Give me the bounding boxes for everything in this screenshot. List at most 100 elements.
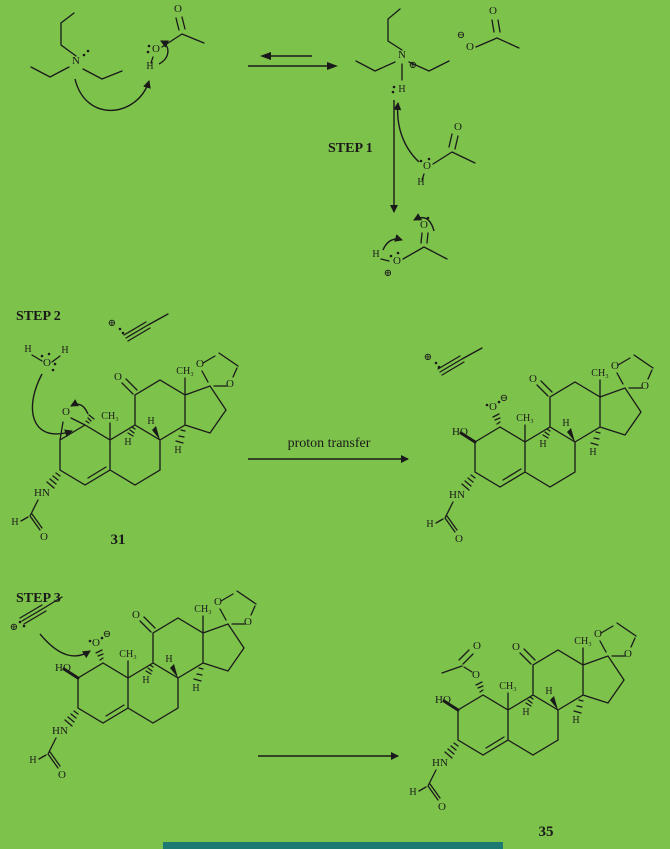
lone-pair-dots [146,44,151,54]
ester-o-label: O [472,669,480,681]
alkoxide-hash-bond [95,649,104,661]
acetic-acid-step1: O O H [393,102,476,188]
minus-charge: ⊖ [103,629,111,640]
steroid-core-use [408,622,637,814]
lone-pair-dots [434,361,441,369]
triethylammonium: N ⊕ H [355,8,450,95]
hydroxyl-o-label: O [423,160,431,172]
minus-charge: ⊖ [457,30,465,41]
carbonyl-o-label: O [489,5,497,17]
acetate-anion: O O ⊖ [457,5,520,53]
h-label: H [372,249,379,260]
n-label: N [72,55,80,67]
alkoxide-hash-bond [492,413,501,425]
h-label: H [24,344,31,355]
ho-wedge-bond [442,699,460,712]
o-label: O [43,357,51,369]
epoxide-o-label: O [62,406,70,418]
step2-label: STEP 2 [16,309,61,324]
step3-label: STEP 3 [16,591,61,606]
steroid-alkoxide-reactant: HO O ⊖ [28,590,257,782]
acetic-acid-top: O O H [146,3,205,72]
acetyl-carbonyl-o-label: O [473,640,481,652]
compound-35-label: 35 [539,824,554,840]
proton-transfer-label: proton transfer [288,436,371,451]
plus-charge: ⊕ [108,318,116,329]
lone-pair-dots [118,327,125,335]
hydroxyl-h-label: H [146,61,153,72]
alkoxide-o-label: O [489,401,497,413]
plus-charge: ⊕ [409,60,417,71]
steroid-core-use [10,352,239,544]
acylium-cation-3: ⊕ [10,596,91,659]
anion-o-label: O [466,41,474,53]
ester-hash-bond [475,681,484,693]
footer-bar [163,842,503,849]
lone-pair-dots [485,400,501,407]
ho-label: HO [435,694,451,706]
bonds [380,232,448,262]
minus-charge: ⊖ [500,393,508,404]
n-label: N [398,49,406,61]
hydroxyl-o-label: O [152,43,160,55]
steroid-35: HO O O 35 [408,622,637,840]
hydroxyl-h-label: H [417,177,424,188]
eq-arrowhead-right [327,62,338,70]
curved-arrow-water-attack [31,373,73,438]
eq-arrowhead-left [260,52,271,60]
curved-arrow-o-to-h [393,102,420,163]
lone-pair-dots [88,636,104,643]
triple-bond [19,596,63,625]
lone-pair-dots [82,49,90,57]
plus-charge: ⊕ [10,622,18,633]
bonds [31,354,61,363]
acetic-bonds [150,16,205,64]
ho-label: HO [452,426,468,438]
acetate-bonds [475,19,520,49]
triple-bond [123,313,169,342]
alkoxide-o-label: O [92,637,100,649]
ethyl-bonds [355,8,450,81]
step1-label: STEP 1 [328,141,373,156]
protonated-acetic-acid: O O ⊕ H [372,213,448,279]
curved-arrow-top [413,213,435,232]
carbonyl-o-label: O [454,121,462,133]
ho-label: HO [55,662,71,674]
carbonyl-o-label: O [174,3,182,15]
stereo-hash [85,414,95,424]
plus-charge: ⊕ [424,352,432,363]
equilibrium-arrows [248,52,338,70]
curved-arrow-n-to-h [74,78,151,112]
lone-pair-dots [419,157,431,163]
ho-wedge-bond [459,431,477,444]
steroid-core-use [28,590,257,782]
curved-arrow-oh [158,40,170,65]
curved-arrow-acylium-attack [39,633,91,659]
triple-bond [437,347,483,376]
carbonyl-o-label: O [420,219,428,231]
epoxide-bonds [59,417,86,441]
lone-pair-dots [18,620,26,628]
ho-wedge-bond [62,667,80,680]
steroid-alkoxide-product: HO O ⊖ [425,354,654,546]
compound-31-label: 31 [111,532,126,548]
lone-pair-dots [389,251,400,258]
acylium-cation-2: ⊕ [424,347,483,376]
plus-charge: ⊕ [384,268,392,279]
proton-transfer-arrow: proton transfer [248,436,409,463]
lone-pair-dots [40,352,57,372]
steroid-31: O 31 [10,352,239,548]
curved-arrow-epoxide [70,399,89,415]
acetic-bonds [421,133,476,181]
steroid-core-use [425,354,654,546]
triethylamine: N [30,12,123,80]
h-label: H [61,345,68,356]
acetyl-bonds [441,649,474,674]
nh-h-label: H [398,84,405,95]
water-molecule: H O H [24,344,73,438]
oxocarbenium-o-label: O [393,255,401,267]
curved-arrow-oh [382,234,403,251]
ethyl-bonds [30,12,123,80]
